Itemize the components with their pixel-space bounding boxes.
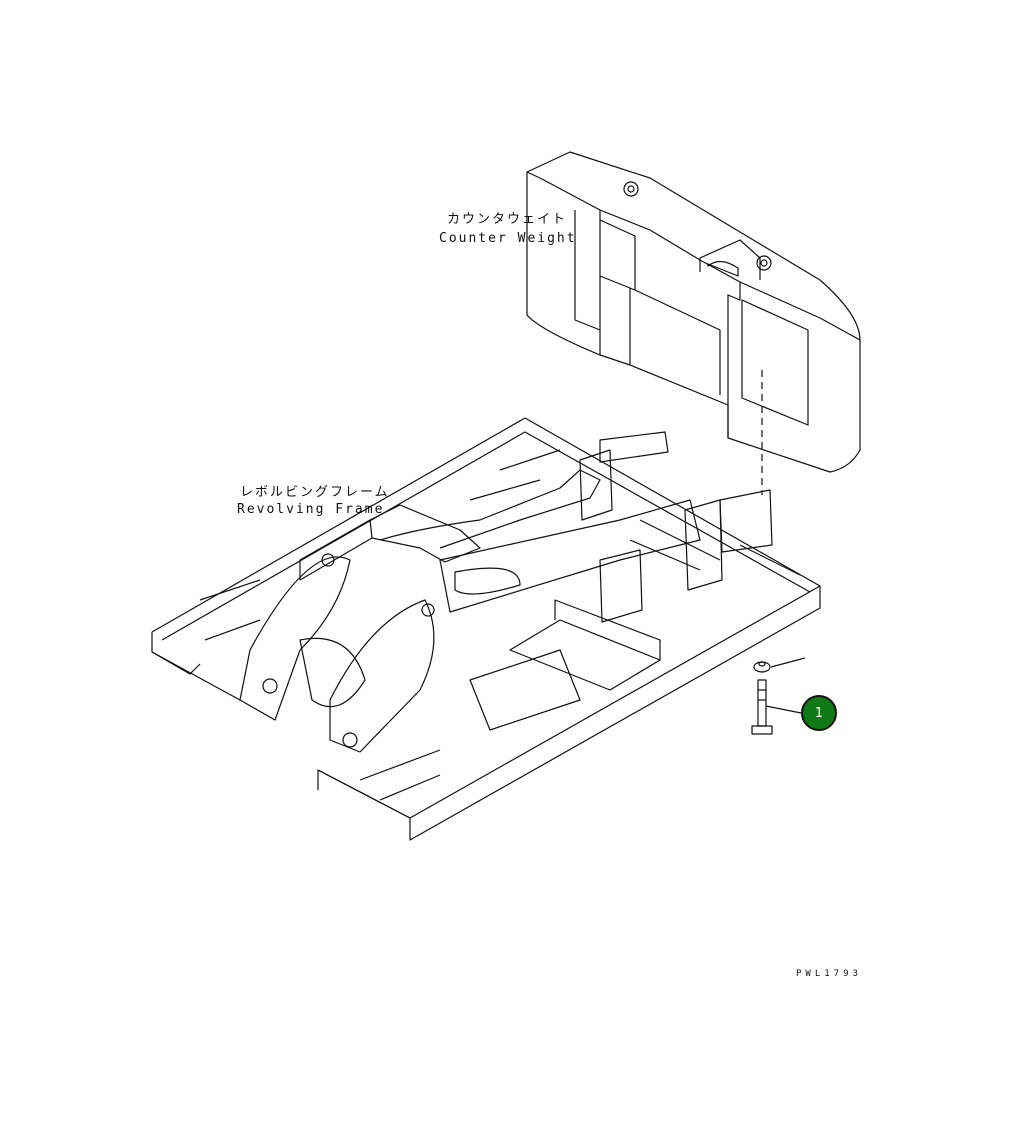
counterweight-label-jp: カウンタウェイト xyxy=(447,212,568,227)
bolt-and-washer xyxy=(751,657,806,735)
counterweight-label-en: Counter Weight xyxy=(439,231,577,246)
drawing-code: PWL1793 xyxy=(796,969,862,979)
revolving-frame-label-en: Revolving Frame xyxy=(237,502,385,517)
callout-bolt-1[interactable]: 1 xyxy=(801,695,837,731)
revolving-frame-drawing xyxy=(151,417,821,841)
counterweight-drawing xyxy=(526,151,861,495)
revolving-frame-label-jp: レボルビングフレーム xyxy=(240,485,390,500)
